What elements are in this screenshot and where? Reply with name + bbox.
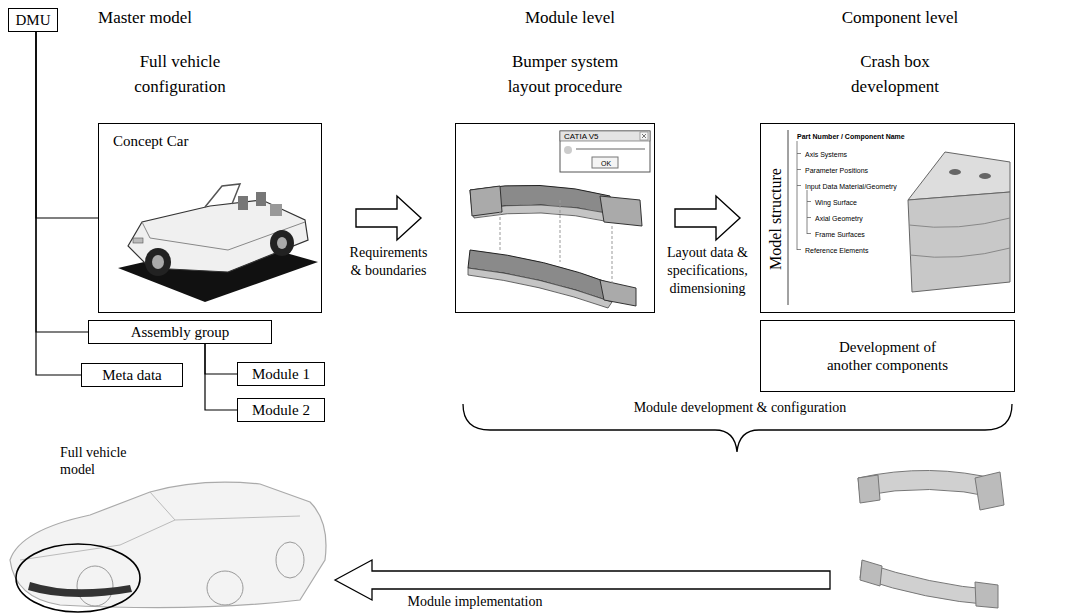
full-vehicle-illustration (10, 482, 326, 612)
concept-car-illustration-part (205, 184, 240, 207)
full-vehicle-illustration-part (276, 542, 304, 578)
bumper-parts-illustration-part (858, 475, 880, 503)
full-vehicle-illustration-part (10, 482, 326, 607)
bumper-layout-illustration-part (642, 134, 646, 138)
component-box: Development of another components (760, 320, 1015, 392)
panel-text: Parameter Positions (805, 166, 868, 175)
box-label: Development of another components (815, 338, 960, 374)
tree-box: Meta data (81, 363, 183, 387)
bumper-layout-illustration-part (600, 196, 642, 226)
concept-car-illustration-part (256, 192, 266, 206)
model-tree-lines-part (788, 130, 789, 305)
bumper-layout-illustration-part (560, 131, 650, 172)
block-arrow (675, 196, 740, 240)
bumper-layout-illustration-part (600, 280, 636, 306)
level-subheading: Full vehicle configuration (105, 50, 255, 99)
concept-car-illustration-part (270, 204, 282, 216)
crash-box-illustration (908, 152, 1010, 292)
bumper-parts-illustration-part (860, 560, 882, 586)
bumper-layout-illustration-part (576, 148, 645, 150)
tree-connector (36, 32, 81, 375)
crash-box-illustration-part (949, 169, 961, 175)
concept-car-illustration-part (238, 196, 248, 210)
bumper-layout-box: CATIA V5 OK (455, 123, 655, 313)
bumper-layout-illustration (468, 131, 650, 308)
bumper-parts-illustration (858, 470, 1004, 608)
panel-text: Axial Geometry (815, 214, 863, 223)
model-tree-lines-part (797, 141, 798, 250)
concept-car-illustration-part (133, 238, 143, 243)
arrow-label: Module implementation (395, 594, 555, 611)
box-label: Assembly group (131, 323, 230, 341)
bumper-layout-illustration-part (564, 146, 572, 154)
panel-text: Model structure (766, 144, 786, 294)
crash-box-illustration-part (979, 173, 991, 179)
panel-text: CATIA V5 (564, 132, 599, 142)
tree-connector (205, 344, 237, 410)
box-label: DMU (15, 11, 50, 29)
bumper-parts-illustration-part (975, 472, 1004, 510)
tree-connector (205, 344, 237, 374)
bumper-parts-illustration-part (975, 582, 998, 608)
edge-label: Layout data & specifications, dimensioni… (659, 244, 757, 299)
tree-box: Assembly group (88, 320, 272, 344)
level-subheading: Bumper system layout procedure (495, 50, 635, 99)
panel-text: Reference Elements (805, 246, 868, 255)
panel-text: OK (593, 158, 619, 169)
concept-car-illustration (118, 184, 318, 302)
level-heading: Module level (490, 6, 650, 31)
concept-car-illustration-part (128, 200, 308, 272)
full-vehicle-illustration-part (28, 582, 132, 597)
tree-box: Module 2 (237, 398, 325, 422)
panel-text: Concept Car (113, 132, 188, 151)
panel-text: Axis Systems (805, 150, 847, 159)
box-label: Module 2 (252, 401, 310, 419)
model-tree-lines-part (797, 154, 801, 250)
bumper-layout-illustration-part (640, 132, 648, 140)
panel-text: Frame Surfaces (815, 230, 865, 239)
bumper-layout-illustration-part (500, 200, 612, 285)
concept-car-illustration-part (270, 230, 294, 256)
tree-connector (36, 32, 98, 218)
bumper-layout-illustration-part (468, 268, 612, 308)
concept-car-illustration-part (277, 237, 287, 249)
full-vehicle-illustration-part (16, 544, 140, 612)
crash-box-illustration-part (909, 218, 1010, 257)
bumper-layout-illustration-part (592, 157, 618, 168)
bumper-layout-illustration-part (470, 186, 502, 216)
panel-text: Part Number / Component Name (797, 132, 905, 141)
model-tree-lines-part (807, 202, 811, 234)
box-label: Meta data (102, 366, 162, 384)
full-vehicle-illustration-part (207, 571, 243, 605)
model-tree-lines-part (807, 190, 808, 234)
crash-box-panel: Model structure Part Number / Component N… (760, 123, 1015, 313)
brace-label: Module development & configuration (560, 400, 920, 417)
tree-root-box: DMU (8, 8, 58, 32)
level-heading: Component level (820, 6, 980, 31)
level-heading: Master model (70, 6, 220, 31)
tree-connector (36, 32, 88, 332)
level-subheading: Crash box development (830, 50, 960, 99)
box-label: Module 1 (252, 365, 310, 383)
edge-label: Requirements & boundaries (345, 244, 433, 280)
panel-text: Input Data Material/Geometry (805, 182, 897, 191)
crash-box-illustration-part (908, 192, 1010, 292)
block-arrow (356, 196, 421, 240)
concept-car-illustration-part (152, 255, 164, 269)
full-vehicle-illustration-part (77, 566, 113, 606)
bumper-layout-illustration-part (560, 131, 650, 141)
concept-car-illustration-part (145, 248, 171, 276)
tree-box: Module 1 (237, 362, 325, 386)
concept-car-box: Concept Car (98, 123, 322, 313)
panel-text: Wing Surface (815, 198, 857, 207)
full-vehicle-illustration-part (20, 492, 300, 560)
figure-label: Full vehicle model (60, 445, 150, 479)
